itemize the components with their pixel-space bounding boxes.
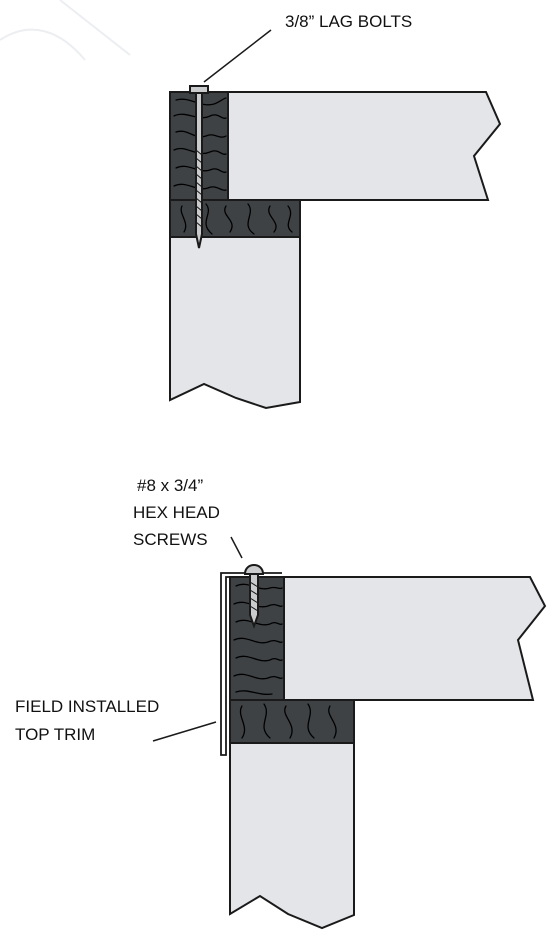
top-trim-angle [220, 572, 282, 756]
trim-label-line-1: FIELD INSTALLED [15, 697, 159, 716]
trim-leader [152, 721, 217, 742]
lag-bolt-icon [189, 85, 209, 249]
bottom-horizontal-panel [283, 576, 547, 701]
trim-label-line-2: TOP TRIM [15, 725, 95, 744]
screw-label-line-3: SCREWS [133, 530, 208, 549]
watermark [0, 0, 131, 61]
top-vertical-panel [169, 236, 301, 410]
hex-head-screw-icon [243, 564, 265, 629]
top-joint-detail: 3/8” LAG BOLTS [169, 12, 502, 410]
bottom-joint-detail: #8 x 3/4” HEX HEAD SCREWS FIELD INSTALLE… [15, 476, 547, 930]
top-horizontal-panel [227, 91, 502, 201]
bottom-wood-grain [233, 583, 337, 739]
lag-bolt-label: 3/8” LAG BOLTS [285, 12, 412, 31]
top-horizontal-blocking [169, 199, 301, 238]
bottom-vertical-panel [229, 742, 355, 930]
lag-bolt-leader [203, 29, 272, 83]
screw-label-line-1: #8 x 3/4” [137, 476, 203, 495]
screw-leader [230, 536, 243, 559]
screw-label-line-2: HEX HEAD [133, 503, 220, 522]
top-wood-grain [173, 97, 293, 235]
